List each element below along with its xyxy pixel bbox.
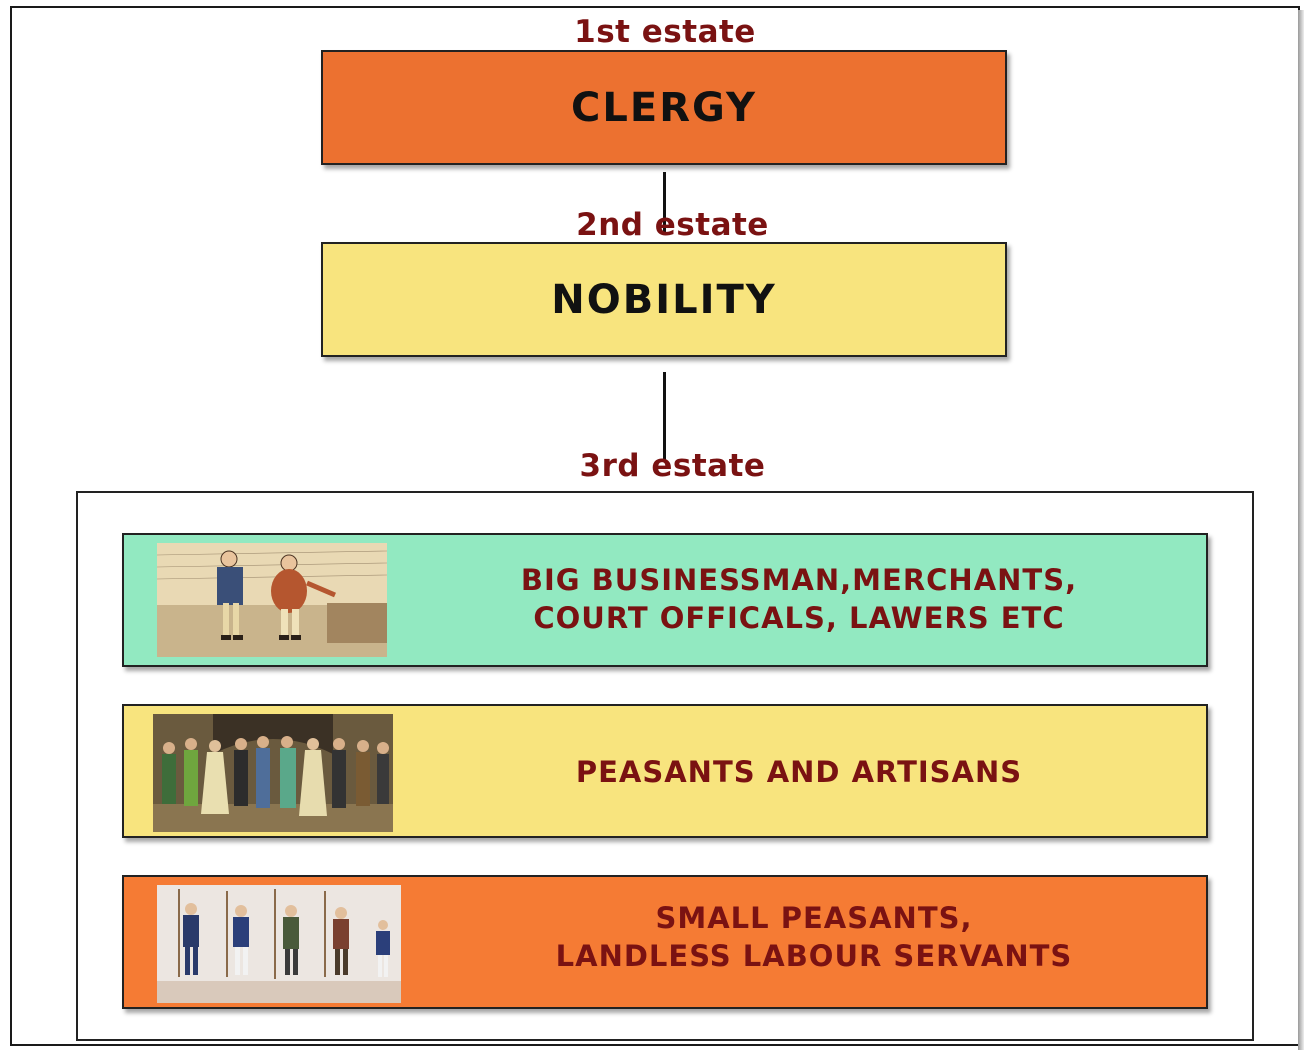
clergy-title: CLERGY bbox=[571, 84, 757, 131]
clergy-box: CLERGY bbox=[321, 50, 1007, 165]
group-peasants-artisans: PEASANTS AND ARTISANS bbox=[122, 704, 1208, 838]
second-estate-label: 2nd estate bbox=[576, 207, 769, 243]
connector-1-2 bbox=[663, 172, 666, 232]
labourers-line2: LANDLESS LABOUR SERVANTS bbox=[555, 939, 1073, 973]
nobility-title: NOBILITY bbox=[551, 276, 777, 323]
peasants-artisans-line1: PEASANTS AND ARTISANS bbox=[575, 755, 1023, 789]
group-businessmen: BIG BUSINESSMAN,MERCHANTS, COURT OFFICAL… bbox=[122, 533, 1208, 667]
frame-shadow bbox=[1298, 10, 1304, 1050]
nobility-box: NOBILITY bbox=[321, 242, 1007, 357]
crowd-illustration bbox=[153, 714, 393, 832]
third-estate-container bbox=[76, 491, 1254, 1041]
soldiers-illustration bbox=[157, 885, 401, 1003]
group-labourers: SMALL PEASANTS, LANDLESS LABOUR SERVANTS bbox=[122, 875, 1208, 1009]
third-estate-label: 3rd estate bbox=[579, 448, 766, 484]
first-estate-label: 1st estate bbox=[574, 14, 756, 50]
labourers-line1: SMALL PEASANTS, bbox=[655, 901, 973, 935]
businessmen-line1: BIG BUSINESSMAN,MERCHANTS, bbox=[520, 563, 1078, 597]
connector-2-3 bbox=[663, 372, 666, 460]
businessmen-line2: COURT OFFICALS, LAWERS ETC bbox=[533, 601, 1065, 635]
two-men-illustration bbox=[157, 543, 387, 657]
